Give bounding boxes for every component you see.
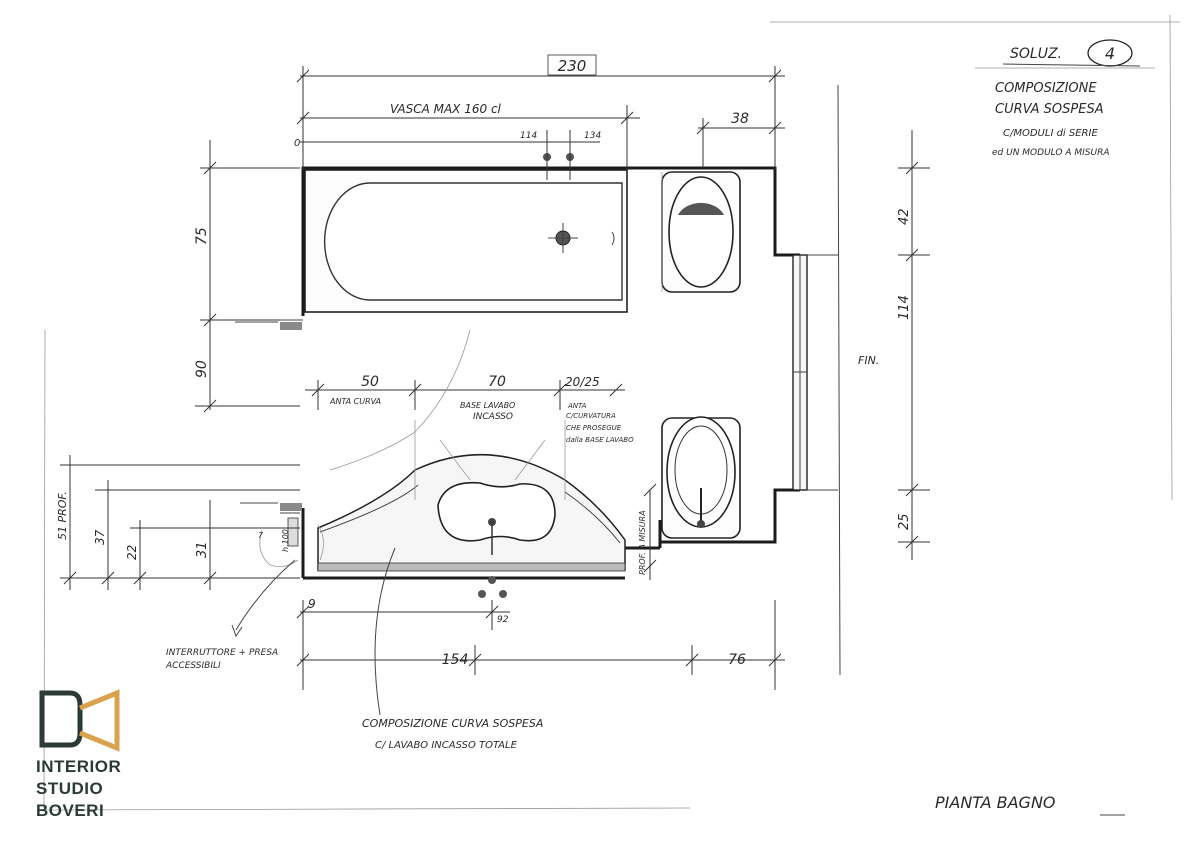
dim-right-42: 42 (897, 208, 912, 225)
module-3-size: 20/25 (565, 375, 600, 389)
dim-tap-left: 114 (520, 131, 537, 141)
module-2-size: 70 (488, 374, 506, 390)
curved-vanity (259, 420, 626, 598)
dim-clearance: 90 (194, 360, 210, 378)
dim-zero: 0 (294, 138, 300, 149)
dim-bottom-154: 154 (442, 652, 469, 668)
dim-right-114: 114 (897, 295, 912, 320)
module-3-label-4: dalla BASE LAVABO (566, 436, 634, 444)
logo-accent-icon (79, 689, 120, 752)
vanity-note-line-1: COMPOSIZIONE CURVA SOSPESA (362, 717, 543, 730)
composition-line-1: COMPOSIZIONE (995, 81, 1097, 96)
studio-logo: INTERIOR STUDIO BOVERI (36, 689, 121, 820)
module-1-label: ANTA CURVA (329, 397, 381, 406)
dim-overall-width: 230 (558, 57, 587, 75)
module-3-label-3: CHE PROSEGUE (566, 424, 622, 432)
dim-bottom-9: 9 (308, 597, 316, 611)
dim-tub-depth: 75 (194, 227, 210, 245)
dim-bottom-76: 76 (728, 652, 746, 668)
composition-line-4: ed UN MODULO A MISURA (992, 148, 1110, 158)
plan-title: PIANTA BAGNO (935, 793, 1056, 812)
title-block: SOLUZ. 4 COMPOSIZIONE CURVA SOSPESA C/MO… (935, 39, 1155, 816)
composition-line-3: C/MODULI di SERIE (1003, 128, 1098, 139)
dim-right-25: 25 (897, 513, 912, 530)
module-2-label-1: BASE LAVABO (460, 401, 515, 410)
dim-tap-right: 134 (584, 131, 601, 141)
lower-wall-hatch (280, 503, 302, 511)
window: FIN. (792, 254, 879, 491)
dim-left-31: 31 (195, 541, 210, 558)
module-2-label-2: INCASSO (473, 412, 513, 422)
composition-line-2: CURVA SOSPESA (995, 102, 1104, 117)
logo-mark-icon (39, 690, 83, 748)
dim-small-7: 7 (258, 531, 264, 540)
switch-note-line-2: ACCESSIBILI (165, 661, 221, 671)
dim-small-100: h.100 (281, 529, 290, 552)
dim-bottom-92: 92 (497, 615, 509, 625)
right-reference-line (837, 84, 841, 676)
module-1-size: 50 (361, 374, 379, 390)
dim-left-22: 22 (125, 545, 139, 560)
bathtub (304, 153, 628, 313)
logo-line-3: BOVERI (36, 801, 104, 820)
sink-basin (437, 481, 556, 542)
dim-left-37: 37 (93, 529, 107, 545)
logo-line-1: INTERIOR (36, 757, 121, 776)
logo-line-2: STUDIO (36, 779, 103, 798)
dimension-lines: 230 VASCA MAX 160 cl 0 114 134 38 75 90 (56, 54, 930, 690)
solution-number: 4 (1105, 44, 1115, 63)
window-label: FIN. (858, 354, 879, 367)
dim-tub-length: VASCA MAX 160 cl (390, 102, 502, 116)
module-3-label-2: C/CURVATURA (566, 412, 616, 420)
bidet-drain-icon (697, 520, 705, 528)
upper-wall-hatch (280, 322, 302, 330)
sheet-right-border (1169, 14, 1173, 501)
dim-prof-label: PROF. A MISURA (638, 510, 647, 575)
switch-socket-icon (287, 517, 299, 547)
dim-wc-width: 38 (731, 111, 749, 127)
bidet (661, 416, 741, 539)
module-3-label-1: ANTA (567, 402, 587, 410)
dim-left-total: 51 PROF. (56, 491, 69, 540)
vanity-plinth (317, 562, 626, 572)
vanity-note-line-2: C/ LAVABO INCASSO TOTALE (375, 740, 518, 751)
sheet-bottom-border (44, 807, 691, 811)
lower-right-wall (660, 488, 800, 544)
toilet (661, 171, 741, 293)
switch-note-line-1: INTERRUTTORE + PRESA (166, 648, 278, 658)
solution-label: SOLUZ. (1010, 46, 1062, 62)
annotations: INTERRUTTORE + PRESA ACCESSIBILI COMPOSI… (165, 329, 543, 751)
